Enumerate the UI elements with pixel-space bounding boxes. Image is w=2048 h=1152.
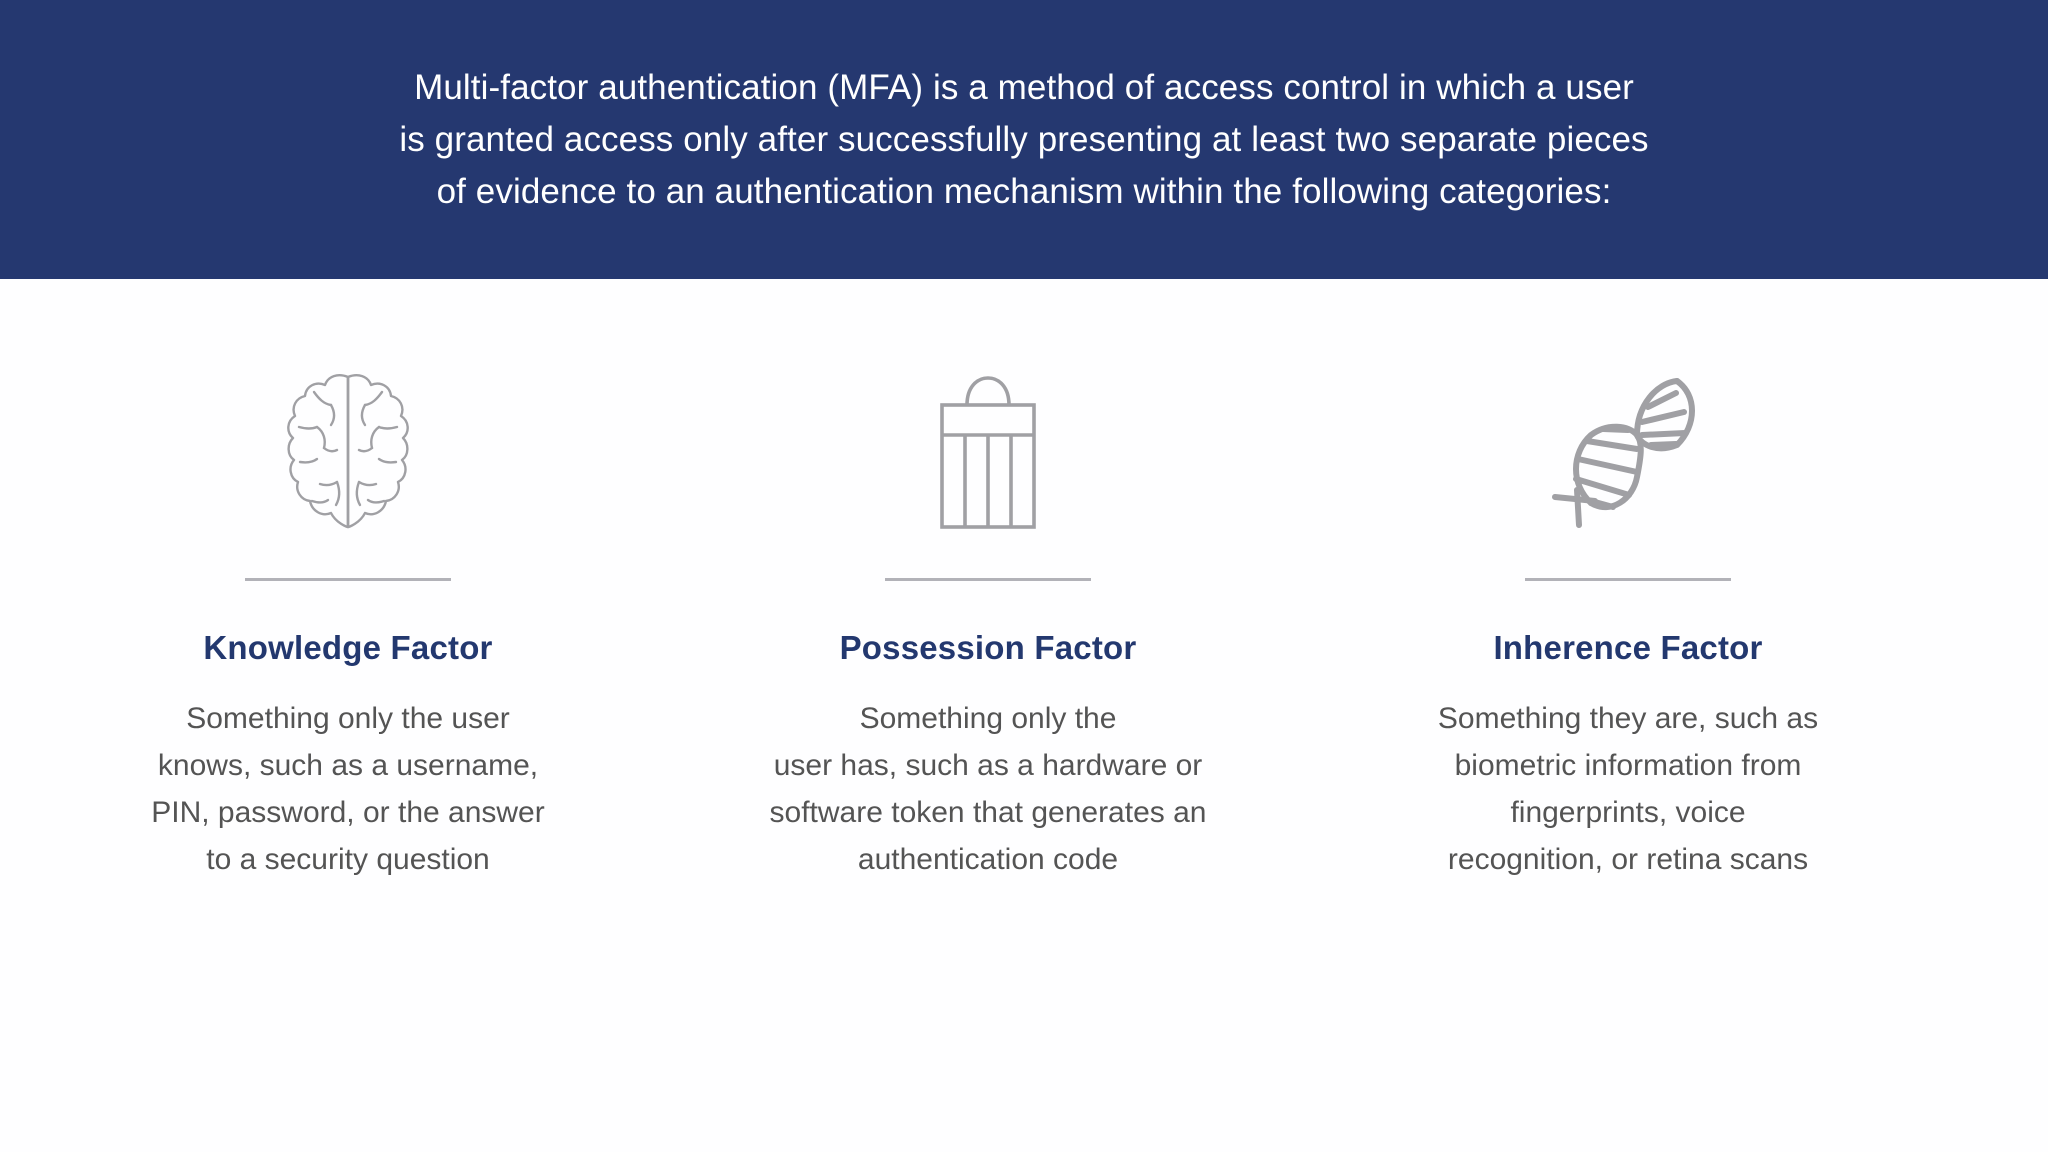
brain-icon: [286, 369, 410, 534]
factor-column-possession: Possession Factor Something only the use…: [668, 369, 1308, 883]
column-divider: [245, 578, 451, 581]
dna-helix-icon: [1545, 369, 1711, 534]
header-line-2: is granted access only after successfull…: [399, 119, 1649, 159]
factor-title-possession: Possession Factor: [839, 629, 1137, 666]
description-line: software token that generates an: [769, 796, 1207, 829]
factor-column-knowledge: Knowledge Factor Something only the user…: [28, 369, 668, 883]
factor-title-knowledge: Knowledge Factor: [203, 629, 493, 666]
header-line-1: Multi-factor authentication (MFA) is a m…: [414, 67, 1634, 107]
description-line: biometric information from: [1454, 749, 1802, 782]
factor-columns: Knowledge Factor Something only the user…: [0, 279, 2048, 1152]
description-line: Something only the: [859, 702, 1117, 735]
description-line: PIN, password, or the answer: [151, 796, 545, 829]
description-line: recognition, or retina scans: [1447, 843, 1809, 876]
description-line: fingerprints, voice: [1510, 796, 1746, 829]
column-divider: [1525, 578, 1731, 581]
factor-column-inherence: Inherence Factor Something they are, suc…: [1308, 369, 1948, 883]
description-line: Something only the user: [186, 702, 510, 735]
description-line: knows, such as a username,: [157, 749, 539, 782]
factor-description-knowledge: Something only the user knows, such as a…: [78, 695, 618, 883]
factor-description-possession: Something only the user has, such as a h…: [688, 695, 1288, 883]
description-line: authentication code: [857, 843, 1119, 876]
factor-title-inherence: Inherence Factor: [1493, 629, 1763, 666]
description-line: to a security question: [206, 843, 490, 876]
factor-description-inherence: Something they are, such as biometric in…: [1368, 695, 1888, 883]
header-paragraph: Multi-factor authentication (MFA) is a m…: [174, 62, 1874, 218]
description-line: user has, such as a hardware or: [773, 749, 1203, 782]
column-divider: [885, 578, 1091, 581]
security-token-icon: [935, 369, 1041, 534]
header-banner: Multi-factor authentication (MFA) is a m…: [0, 0, 2048, 279]
header-line-3: of evidence to an authentication mechani…: [436, 171, 1612, 211]
description-line: Something they are, such as: [1437, 702, 1819, 735]
